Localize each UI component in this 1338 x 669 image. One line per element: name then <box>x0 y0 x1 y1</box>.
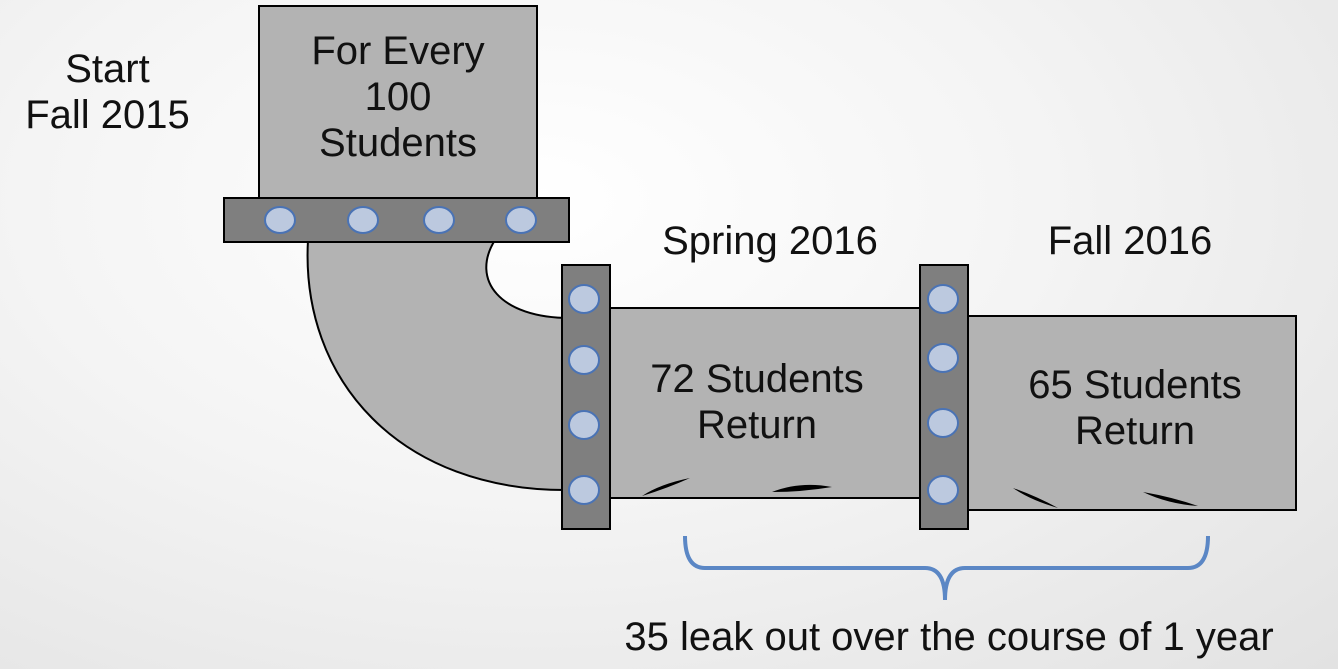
bolt <box>927 408 959 438</box>
spring-return-line: Return <box>696 403 818 447</box>
bolt <box>347 206 379 234</box>
spring-return-line: 72 Students <box>650 357 864 401</box>
source-box-line: For Every <box>311 29 485 73</box>
bolt <box>927 343 959 373</box>
elbow-pipe <box>306 239 571 492</box>
leak-marks <box>642 478 1198 508</box>
leak-mark <box>1143 492 1198 506</box>
bolt <box>505 206 537 234</box>
bolt <box>568 345 600 375</box>
bolt <box>568 475 600 505</box>
source-box <box>258 5 538 199</box>
source-box-line: Students <box>319 121 477 165</box>
leak-mark <box>772 484 832 492</box>
leak-bracket <box>683 535 1210 601</box>
top-flange-bolts <box>264 206 537 234</box>
source-box-label: For Every 100 Students <box>259 28 537 166</box>
bolt <box>568 410 600 440</box>
right-flange-bolts <box>927 284 959 505</box>
fall-return-label: 65 Students Return <box>985 362 1285 454</box>
middle-flange-bolts <box>568 284 600 505</box>
bolt <box>423 206 455 234</box>
start-label-line: Fall 2015 <box>25 93 190 137</box>
fall-return-line: Return <box>1074 409 1196 453</box>
start-label: Start Fall 2015 <box>0 46 215 138</box>
source-box-line: 100 <box>364 75 432 119</box>
leak-mark <box>642 478 690 496</box>
bolt <box>568 284 600 314</box>
spring-return-label: 72 Students Return <box>612 356 902 448</box>
spring-heading: Spring 2016 <box>662 219 878 263</box>
bolt <box>927 475 959 505</box>
bolt <box>264 206 296 234</box>
leak-note: 35 leak out over the course of 1 year <box>624 615 1274 659</box>
fall-heading: Fall 2016 <box>1047 219 1213 263</box>
fall-return-line: 65 Students <box>1028 363 1242 407</box>
start-label-line: Start <box>65 47 150 91</box>
spring-pipe <box>599 307 931 499</box>
bolt <box>927 284 959 314</box>
leak-mark <box>1013 488 1058 508</box>
